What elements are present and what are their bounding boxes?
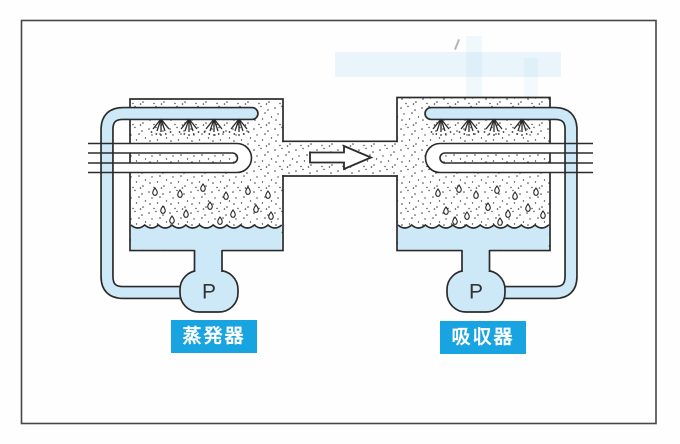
evaporator-tube-bundle-fill <box>88 143 252 173</box>
evaporator-pump: P <box>179 248 239 313</box>
diagram-frame <box>20 19 657 425</box>
liquid-surface-wave <box>130 223 283 229</box>
evaporator-tube-bundle <box>88 142 253 174</box>
pump-label: P <box>202 281 216 304</box>
evaporator-spray-pipe <box>100 106 259 300</box>
liquid-surface-wave <box>397 223 550 229</box>
absorber-tube-bundle <box>424 142 593 174</box>
evaporator-label: 蒸発器 <box>171 320 257 353</box>
absorber-spray-pipe <box>424 106 578 300</box>
absorber-pump: P <box>446 248 506 313</box>
vapor-flow-arrow <box>309 144 374 171</box>
absorber-tube-bundle-fill <box>425 143 593 173</box>
absorber-label: 吸収器 <box>440 321 526 354</box>
evaporator-liquid <box>130 223 283 250</box>
absorber-liquid <box>397 223 550 250</box>
evaporator-vessel <box>129 98 284 252</box>
pump-label: P <box>469 281 483 304</box>
